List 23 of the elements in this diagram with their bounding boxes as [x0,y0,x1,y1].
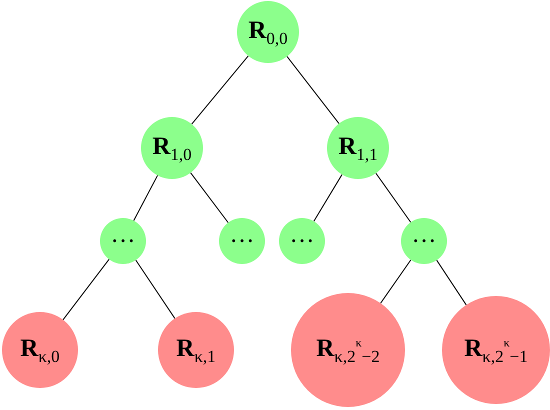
node-label: ··· [110,228,136,254]
tree-node-circle [219,218,265,264]
connector-line [62,258,110,320]
connector-line [375,172,412,223]
node-label: R$_{1,0}$ [152,134,192,162]
node-label: ··· [412,228,436,254]
connector-line [436,260,467,306]
connector-line [191,55,249,125]
node-label: ··· [230,228,254,254]
tree-node-circle [279,218,325,264]
tree-node-circle [100,218,146,264]
node-label: R$_{1,1}$ [338,134,378,162]
connector-line [380,259,412,304]
node-label: R$_{0,0}$ [248,18,288,46]
node-label: ··· [290,228,314,254]
connector-line [286,56,340,124]
tree-node-circle [401,218,447,264]
connector-line [313,174,342,222]
connector-line [133,174,158,222]
node-label: R$_{κ,0}$ [20,336,60,364]
connector-line [190,172,229,224]
node-label: R$_{κ,1}$ [176,336,216,364]
connector-line [135,260,176,319]
